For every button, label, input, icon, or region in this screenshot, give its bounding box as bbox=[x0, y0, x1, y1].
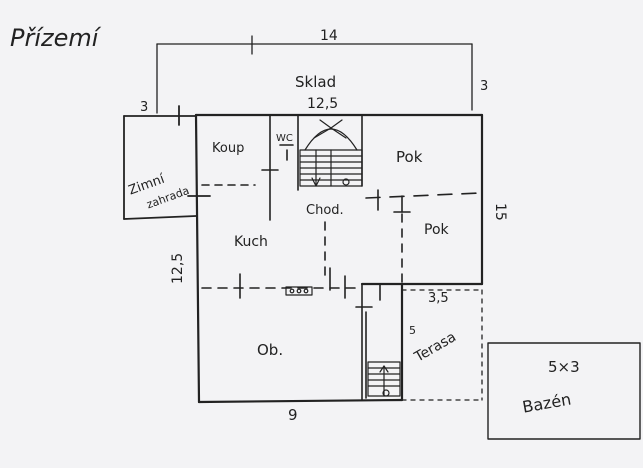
dim-top-overall: 14 bbox=[320, 28, 338, 44]
pool-outline bbox=[487, 342, 641, 440]
pool-size-label: 5×3 bbox=[548, 358, 580, 376]
dim-inner-top: 12,5 bbox=[307, 96, 338, 112]
dim-terrace-side: 5 bbox=[409, 324, 416, 337]
room-label-storage: Sklad bbox=[295, 73, 336, 91]
room-label-upper-room: Pok bbox=[396, 148, 423, 166]
interior-walls bbox=[201, 115, 481, 401]
terrace-outline bbox=[401, 289, 483, 401]
room-label-lower-room: Pok bbox=[424, 222, 450, 238]
dim-left-side: 12,5 bbox=[170, 253, 186, 284]
dim-top-right-offset: 3 bbox=[480, 79, 488, 94]
plan-title: Přízemí bbox=[10, 24, 102, 52]
room-label-bathroom: Koup bbox=[212, 141, 244, 156]
staircase-lower bbox=[367, 361, 401, 397]
pool-label: Bazén bbox=[521, 389, 573, 416]
dim-bottom: 9 bbox=[288, 406, 298, 424]
winter-garden-outline bbox=[123, 105, 211, 220]
staircase-upper bbox=[299, 119, 363, 187]
building-outline bbox=[194, 113, 484, 404]
dim-top-left-offset: 3 bbox=[140, 100, 148, 115]
dim-terrace-width: 3,5 bbox=[428, 291, 449, 306]
radiator-symbol bbox=[285, 286, 313, 296]
room-label-wc: WC bbox=[276, 133, 293, 144]
top-dimension-line bbox=[156, 35, 473, 114]
room-label-hallway: Chod. bbox=[306, 203, 344, 218]
dim-right-side: 15 bbox=[492, 203, 508, 221]
room-label-kitchen: Kuch bbox=[234, 234, 268, 250]
room-label-living: Ob. bbox=[257, 341, 283, 359]
room-label-terrace: Terasa bbox=[411, 329, 459, 366]
